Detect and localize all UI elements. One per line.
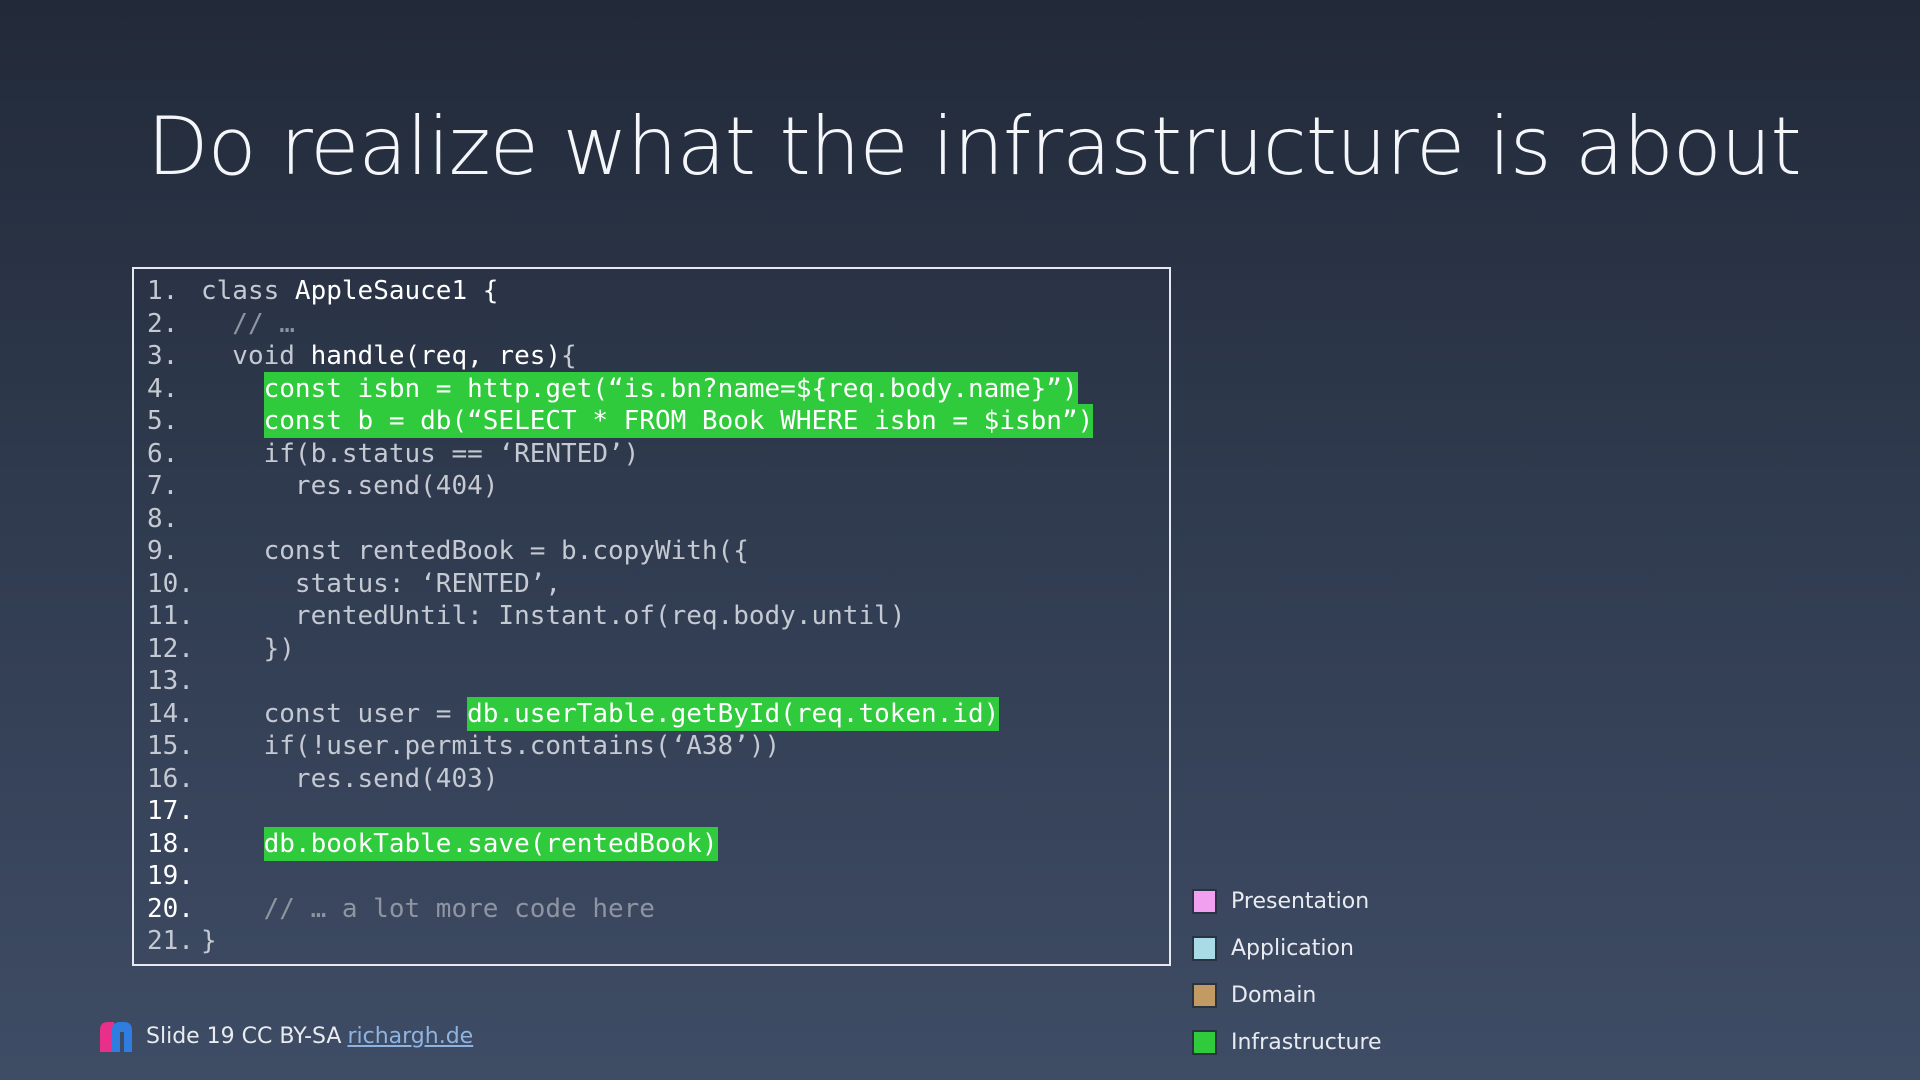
code-line: 1. class AppleSauce1 { <box>147 275 1169 308</box>
code-line: 11. rentedUntil: Instant.of(req.body.unt… <box>147 600 1169 633</box>
code-text: if(b.status == ‘RENTED’) <box>201 438 640 469</box>
code-text: const user = <box>201 698 468 729</box>
line-number: 5. <box>147 406 179 436</box>
infrastructure-highlight: const isbn = http.get(“is.bn?name=${req.… <box>263 371 1078 406</box>
code-line: 15. if(!user.permits.contains(‘A38’)) <box>147 730 1169 763</box>
line-number: 11. <box>147 601 194 631</box>
line-number: 12. <box>147 633 194 664</box>
code-text: } <box>201 926 217 956</box>
line-number: 18. <box>147 828 194 859</box>
code-line: 8. <box>147 503 1169 536</box>
code-line: 7. res.send(404) <box>147 470 1169 503</box>
line-number: 9. <box>147 536 179 566</box>
code-line: 9. const rentedBook = b.copyWith({ <box>147 535 1169 568</box>
code-text: class <box>201 276 295 306</box>
legend-swatch <box>1192 936 1217 961</box>
code-comment: // … <box>201 308 295 339</box>
code-text <box>201 406 264 436</box>
line-number: 21. <box>147 926 194 956</box>
line-number: 8. <box>147 503 179 534</box>
line-number: 3. <box>147 341 179 371</box>
code-text: }) <box>201 633 295 664</box>
infrastructure-highlight: db.userTable.getById(req.token.id) <box>467 696 1000 731</box>
code-line: 20. // … a lot more code here <box>147 893 1169 926</box>
code-text: res.send(403) <box>201 763 499 794</box>
line-number: 6. <box>147 438 179 469</box>
code-text: { <box>561 341 577 371</box>
code-comment: // … a lot more code here <box>201 893 655 924</box>
legend-label: Infrastructure <box>1231 1030 1382 1055</box>
code-line: 12. }) <box>147 633 1169 666</box>
legend-swatch <box>1192 1030 1217 1055</box>
legend-item-presentation: Presentation <box>1192 878 1382 925</box>
footer-link[interactable]: richargh.de <box>347 1023 474 1049</box>
code-text: status: ‘RENTED’, <box>201 568 562 599</box>
code-text: if(!user.permits.contains(‘A38’)) <box>201 731 781 761</box>
code-text: void <box>201 341 311 371</box>
code-line: 14. const user = db.userTable.getById(re… <box>147 696 1169 731</box>
code-line: 3. void handle(req, res){ <box>147 340 1169 373</box>
code-line: 13. <box>147 665 1169 698</box>
line-number: 20. <box>147 893 194 924</box>
infrastructure-highlight: db.bookTable.save(rentedBook) <box>263 826 718 861</box>
infrastructure-highlight: const b = db(“SELECT * FROM Book WHERE i… <box>263 404 1094 438</box>
line-number: 19. <box>147 861 194 891</box>
code-line: 16. res.send(403) <box>147 763 1169 796</box>
code-text <box>201 374 264 404</box>
slide-title: Do realize what the infrastructure is ab… <box>147 100 1802 193</box>
code-line: 6. if(b.status == ‘RENTED’) <box>147 438 1169 471</box>
code-text: rentedUntil: Instant.of(req.body.until) <box>201 601 906 631</box>
code-line: 2. // … <box>147 308 1169 341</box>
line-number: 17. <box>147 796 194 826</box>
legend-label: Presentation <box>1231 889 1370 914</box>
line-number: 13. <box>147 666 194 696</box>
legend-swatch <box>1192 889 1217 914</box>
legend-label: Application <box>1231 936 1354 961</box>
code-line: 17. <box>147 795 1169 828</box>
legend-item-domain: Domain <box>1192 972 1382 1019</box>
legend-swatch <box>1192 983 1217 1008</box>
code-line: 5. const b = db(“SELECT * FROM Book WHER… <box>147 404 1169 438</box>
code-line: 21.} <box>147 925 1169 958</box>
code-text: AppleSauce1 { <box>294 276 499 306</box>
code-line: 4. const isbn = http.get(“is.bn?name=${r… <box>147 371 1169 406</box>
richargh-logo-icon <box>100 1022 132 1052</box>
line-number: 14. <box>147 698 194 729</box>
code-text: res.send(404) <box>201 471 499 501</box>
code-block: 1.class AppleSauce1 {2. // …3. void hand… <box>132 267 1171 966</box>
code-text: handle(req, res) <box>310 341 562 371</box>
footer-text: Slide 19 CC BY-SA <box>146 1023 342 1049</box>
code-line: 19. <box>147 860 1169 893</box>
line-number: 16. <box>147 763 194 794</box>
line-number: 10. <box>147 568 194 599</box>
legend-item-infrastructure: Infrastructure <box>1192 1019 1382 1066</box>
code-text: const rentedBook = b.copyWith({ <box>201 536 749 566</box>
slide-footer: Slide 19 CC BY-SA richargh.de <box>98 1020 473 1052</box>
legend-label: Domain <box>1231 983 1317 1008</box>
line-number: 2. <box>147 308 179 339</box>
code-text <box>201 829 264 859</box>
line-number: 7. <box>147 471 179 501</box>
code-line: 10. status: ‘RENTED’, <box>147 568 1169 601</box>
legend-item-application: Application <box>1192 925 1382 972</box>
line-number: 1. <box>147 276 179 306</box>
line-number: 4. <box>147 373 179 404</box>
code-line: 18. db.bookTable.save(rentedBook) <box>147 826 1169 861</box>
line-number: 15. <box>147 731 194 761</box>
